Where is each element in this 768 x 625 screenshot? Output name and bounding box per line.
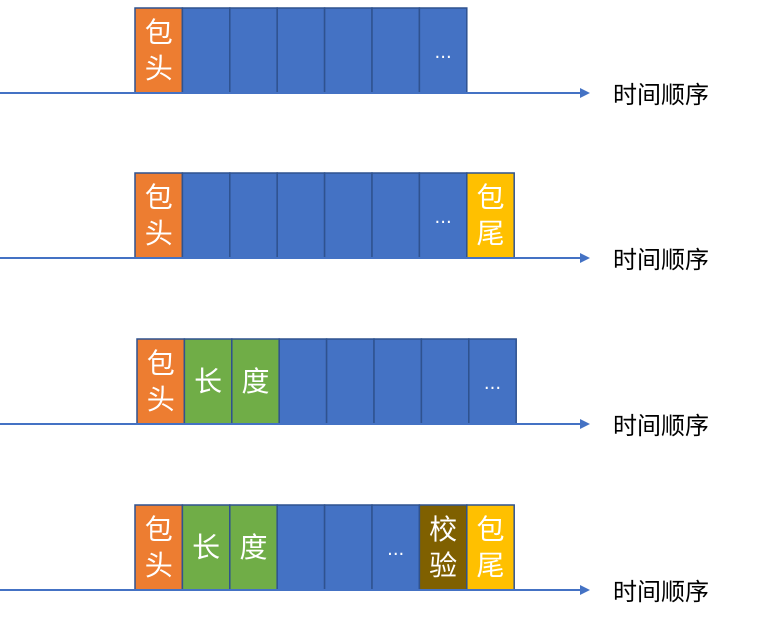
cell-label: 包 xyxy=(145,181,173,214)
header-cell: 包头 xyxy=(134,504,184,591)
payload-cell xyxy=(181,172,231,259)
header-cell-box xyxy=(136,338,186,425)
header-cell-box xyxy=(134,7,184,94)
payload-cell: ... xyxy=(468,338,517,425)
packet-row-header-length: 包头长度... 时间顺序 xyxy=(0,338,709,440)
payload-cell-box xyxy=(181,7,231,94)
cell-label: 包 xyxy=(145,16,173,49)
payload-cell xyxy=(276,504,326,591)
payload-cell-box xyxy=(229,172,278,259)
header-cell: 包头 xyxy=(134,172,184,259)
payload-cell xyxy=(229,7,278,94)
cell-label: 尾 xyxy=(476,217,504,250)
cell-label: 头 xyxy=(147,383,175,416)
cell-label: 验 xyxy=(429,549,457,582)
payload-cell-box xyxy=(276,7,326,94)
payload-cell xyxy=(325,338,375,425)
payload-cell xyxy=(373,338,423,425)
cell-label: 头 xyxy=(145,52,173,85)
cell-label: 度 xyxy=(241,365,269,398)
payload-cell xyxy=(323,504,373,591)
packet-row-header-length-checksum-tail: 包头长度...校验包尾时间顺序 xyxy=(0,504,709,606)
time-axis-label: 时间顺序 xyxy=(613,412,709,440)
payload-cell: ... xyxy=(418,7,468,94)
payload-cell-box xyxy=(323,504,373,591)
payload-cell xyxy=(420,338,470,425)
payload-cell xyxy=(229,172,278,259)
payload-cell-box xyxy=(181,172,231,259)
payload-cell-box xyxy=(276,172,326,259)
payload-cell-box xyxy=(325,338,375,425)
cell-label: 头 xyxy=(145,549,173,582)
payload-cell-box xyxy=(420,338,470,425)
tail-cell-box xyxy=(466,504,515,591)
cell-label: 校 xyxy=(429,513,457,546)
payload-cell-box xyxy=(278,338,328,425)
cell-label: 长 xyxy=(192,531,220,564)
cell-label: 尾 xyxy=(476,549,504,582)
cell-label: 包 xyxy=(147,347,175,380)
tail-cell: 包尾 xyxy=(466,504,515,591)
length-cell: 长 xyxy=(183,338,233,425)
payload-cell xyxy=(371,7,421,94)
cell-label: 包 xyxy=(476,513,504,546)
tail-cell: 包尾 xyxy=(466,172,515,259)
checksum-cell: 校验 xyxy=(418,504,468,591)
payload-cell xyxy=(278,338,328,425)
payload-cell-box xyxy=(276,504,326,591)
ellipsis-label: ... xyxy=(387,539,404,560)
payload-cell xyxy=(181,7,231,94)
payload-cell xyxy=(371,172,421,259)
length-cell: 度 xyxy=(229,504,278,591)
length-cell: 度 xyxy=(231,338,280,425)
ellipsis-label: ... xyxy=(484,373,501,394)
payload-cell-box xyxy=(371,7,421,94)
payload-cell: ... xyxy=(418,172,468,259)
length-cell-box xyxy=(183,338,233,425)
length-cell: 长 xyxy=(181,504,231,591)
tail-cell-box xyxy=(466,172,515,259)
payload-cell-box xyxy=(371,504,421,591)
payload-cell-box xyxy=(229,7,278,94)
checksum-cell-box xyxy=(418,504,468,591)
packet-row-header-only: 包头... 时间顺序 xyxy=(0,7,709,109)
time-axis-label: 时间顺序 xyxy=(613,578,709,606)
ellipsis-label: ... xyxy=(435,42,452,63)
length-cell-box xyxy=(229,504,278,591)
cell-label: 长 xyxy=(194,365,222,398)
payload-cell xyxy=(276,172,326,259)
payload-cell-box xyxy=(323,7,373,94)
payload-cell xyxy=(323,7,373,94)
header-cell: 包头 xyxy=(136,338,186,425)
cell-label: 头 xyxy=(145,217,173,250)
header-cell-box xyxy=(134,504,184,591)
time-axis-label: 时间顺序 xyxy=(613,81,709,109)
header-cell: 包头 xyxy=(134,7,184,94)
cell-label: 包 xyxy=(476,181,504,214)
payload-cell xyxy=(276,7,326,94)
payload-cell xyxy=(323,172,373,259)
time-axis-label: 时间顺序 xyxy=(613,246,709,274)
payload-cell-box xyxy=(371,172,421,259)
ellipsis-label: ... xyxy=(435,207,452,228)
payload-cell-box xyxy=(373,338,423,425)
cell-label: 度 xyxy=(239,531,267,564)
cell-label: 包 xyxy=(145,513,173,546)
payload-cell-box xyxy=(418,7,468,94)
payload-cell: ... xyxy=(371,504,421,591)
payload-cell-box xyxy=(323,172,373,259)
